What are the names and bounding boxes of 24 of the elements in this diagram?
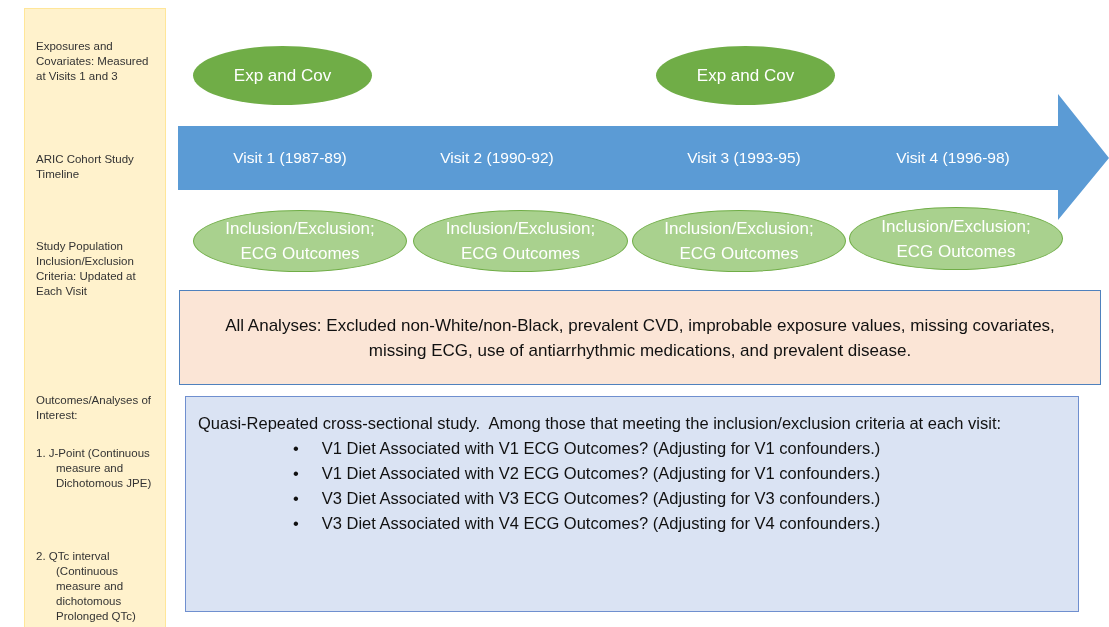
criteria-ellipse: Inclusion/Exclusion; ECG Outcomes	[193, 210, 407, 272]
criteria-ellipse: Inclusion/Exclusion; ECG Outcomes	[632, 210, 846, 272]
side-panel	[24, 8, 166, 627]
exposure-ellipse: Exp and Cov	[193, 46, 372, 105]
visit-label: Visit 1 (1987-89)	[233, 149, 347, 167]
row-label: Study Population Inclusion/Exclusion Criteria: Updated at Each Visit	[36, 239, 137, 299]
bullet-item: • V3 Diet Associated with V4 ECG Outcomes? (Adjusting for V4 confounders.)	[293, 513, 882, 534]
criteria-box: All Analyses: Excluded non-White/non-Black, prevalent CVD, improbable exposure values, missing covariates, missing ECG, use of antiarrhythmic medications, and prevalent disease.	[179, 290, 1101, 385]
analysis-intro: Quasi-Repeated cross-sectional study. Among those that meeting the inclusion/exclusion criteria at each visit:	[198, 413, 1003, 434]
outcome-list-item: 1. J-Point (Continuous measure and Dichotomous JPE)	[36, 446, 153, 491]
bullet-item: • V3 Diet Associated with V3 ECG Outcomes? (Adjusting for V3 confounders.)	[293, 488, 882, 509]
criteria-ellipse: Inclusion/Exclusion; ECG Outcomes	[413, 210, 628, 272]
exposure-ellipse: Exp and Cov	[656, 46, 835, 105]
outcome-list-item: 2. QTc interval (Continuous measure and dichotomous Prolonged QTc)	[36, 549, 137, 624]
visit-label: Visit 2 (1990-92)	[440, 149, 554, 167]
row-label: ARIC Cohort Study Timeline	[36, 152, 135, 182]
analysis-box	[185, 396, 1079, 612]
bullet-item: • V1 Diet Associated with V2 ECG Outcomes? (Adjusting for V1 confounders.)	[293, 463, 882, 484]
row-label: Exposures and Covariates: Measured at Visits 1 and 3	[36, 39, 150, 84]
visit-label: Visit 3 (1993-95)	[687, 149, 801, 167]
bullet-item: • V1 Diet Associated with V1 ECG Outcomes? (Adjusting for V1 confounders.)	[293, 438, 882, 459]
visit-label: Visit 4 (1996-98)	[896, 149, 1010, 167]
row-label: Outcomes/Analyses of Interest:	[36, 393, 153, 423]
criteria-ellipse: Inclusion/Exclusion; ECG Outcomes	[849, 207, 1063, 270]
